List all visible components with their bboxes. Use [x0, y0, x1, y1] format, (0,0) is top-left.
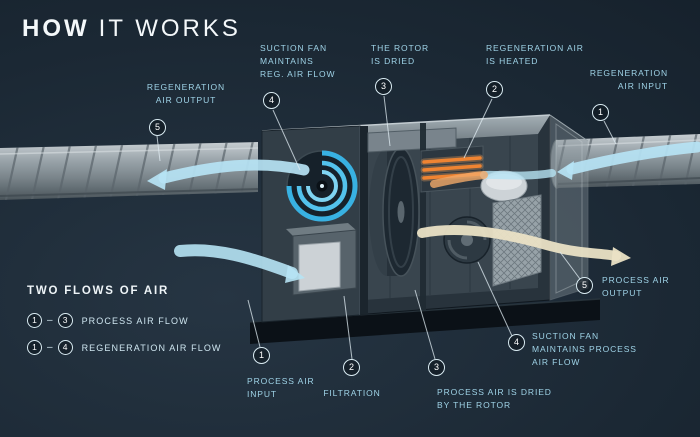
- right-side-panel: [549, 114, 589, 301]
- regeneration-input-flow: [566, 141, 700, 175]
- process-input-flow: [174, 244, 298, 279]
- process-dried-label: PROCESS AIR IS DRIED BY THE ROTOR: [437, 387, 552, 411]
- filtration-box: [286, 223, 357, 296]
- rotor-disc: [369, 147, 420, 277]
- legend-dash-2: –: [47, 342, 53, 353]
- process-input-badge: 1: [253, 347, 270, 364]
- suction-fan-process-badge: 4: [508, 334, 525, 351]
- rotor-dried-badge: 3: [375, 78, 392, 95]
- interior-regen-flow: [480, 169, 556, 180]
- filtration-label: FILTRATION: [323, 388, 381, 398]
- regen-input-badge: 1: [592, 104, 609, 121]
- legend-title: TWO FLOWS OF AIR: [27, 285, 170, 297]
- heated-air-flow: [430, 171, 488, 188]
- legend-badge-1b: 1: [27, 340, 42, 355]
- process-output-label: PROCESS AIR OUTPUT: [602, 275, 670, 299]
- rotor-dried-label: THE ROTOR IS DRIED: [371, 43, 430, 67]
- legend-badge-3: 3: [57, 313, 73, 328]
- legend: TWO FLOWS OF AIR 1 – 3 PROCESS AIR FLOW …: [27, 285, 222, 367]
- legend-dash: –: [47, 315, 53, 326]
- legend-badge-4: 4: [57, 340, 73, 355]
- regen-input-label: REGENERATION AIR INPUT: [589, 68, 668, 92]
- process-dried-badge: 3: [428, 359, 445, 376]
- title-word-it-works: IT WORKS: [98, 15, 241, 42]
- regeneration-input-arrow: [557, 161, 574, 180]
- callout-lines: [156, 95, 617, 360]
- filter-front-panel: [298, 241, 341, 292]
- regen-heated-label: REGENERATION AIR IS HEATED: [486, 43, 584, 67]
- filtration-badge: 2: [343, 359, 360, 376]
- legend-label-regeneration: REGENERATION AIR FLOW: [81, 342, 222, 353]
- process-output-flow: [417, 225, 621, 261]
- suction-fan-reg-label: SUCTION FAN MAINTAINS REG. AIR FLOW: [260, 43, 336, 80]
- process-input-label: PROCESS AIR INPUT: [247, 376, 315, 400]
- regen-output-badge: 5: [149, 119, 166, 136]
- process-suction-fan: [443, 216, 491, 264]
- process-output-arrow: [611, 247, 631, 266]
- divider-wall-left: [360, 126, 368, 315]
- legend-label-process: PROCESS AIR FLOW: [81, 315, 189, 326]
- suction-fan-reg-badge: 4: [263, 92, 280, 109]
- page-title: HOW IT WORKS: [22, 15, 241, 43]
- suction-fan-process-label: SUCTION FAN MAINTAINS PROCESS AIR FLOW: [532, 331, 637, 368]
- legend-badge-1: 1: [27, 313, 42, 328]
- process-input-arrow: [285, 265, 305, 283]
- regeneration-output-flow: [158, 159, 310, 184]
- airflow-ribbons: [147, 141, 700, 283]
- legend-item-regeneration-air-flow: 1 – 4 REGENERATION AIR FLOW: [27, 340, 222, 355]
- regen-output-label: REGENERATION AIR OUTPUT: [146, 82, 226, 106]
- regen-heated-badge: 2: [486, 81, 503, 98]
- title-word-how: HOW: [22, 15, 90, 42]
- legend-item-process-air-flow: 1 – 3 PROCESS AIR FLOW: [27, 313, 222, 328]
- regeneration-output-duct: [0, 142, 259, 200]
- process-output-badge: 5: [576, 277, 593, 294]
- regeneration-output-arrow: [147, 169, 167, 190]
- regeneration-suction-fan: [286, 150, 358, 222]
